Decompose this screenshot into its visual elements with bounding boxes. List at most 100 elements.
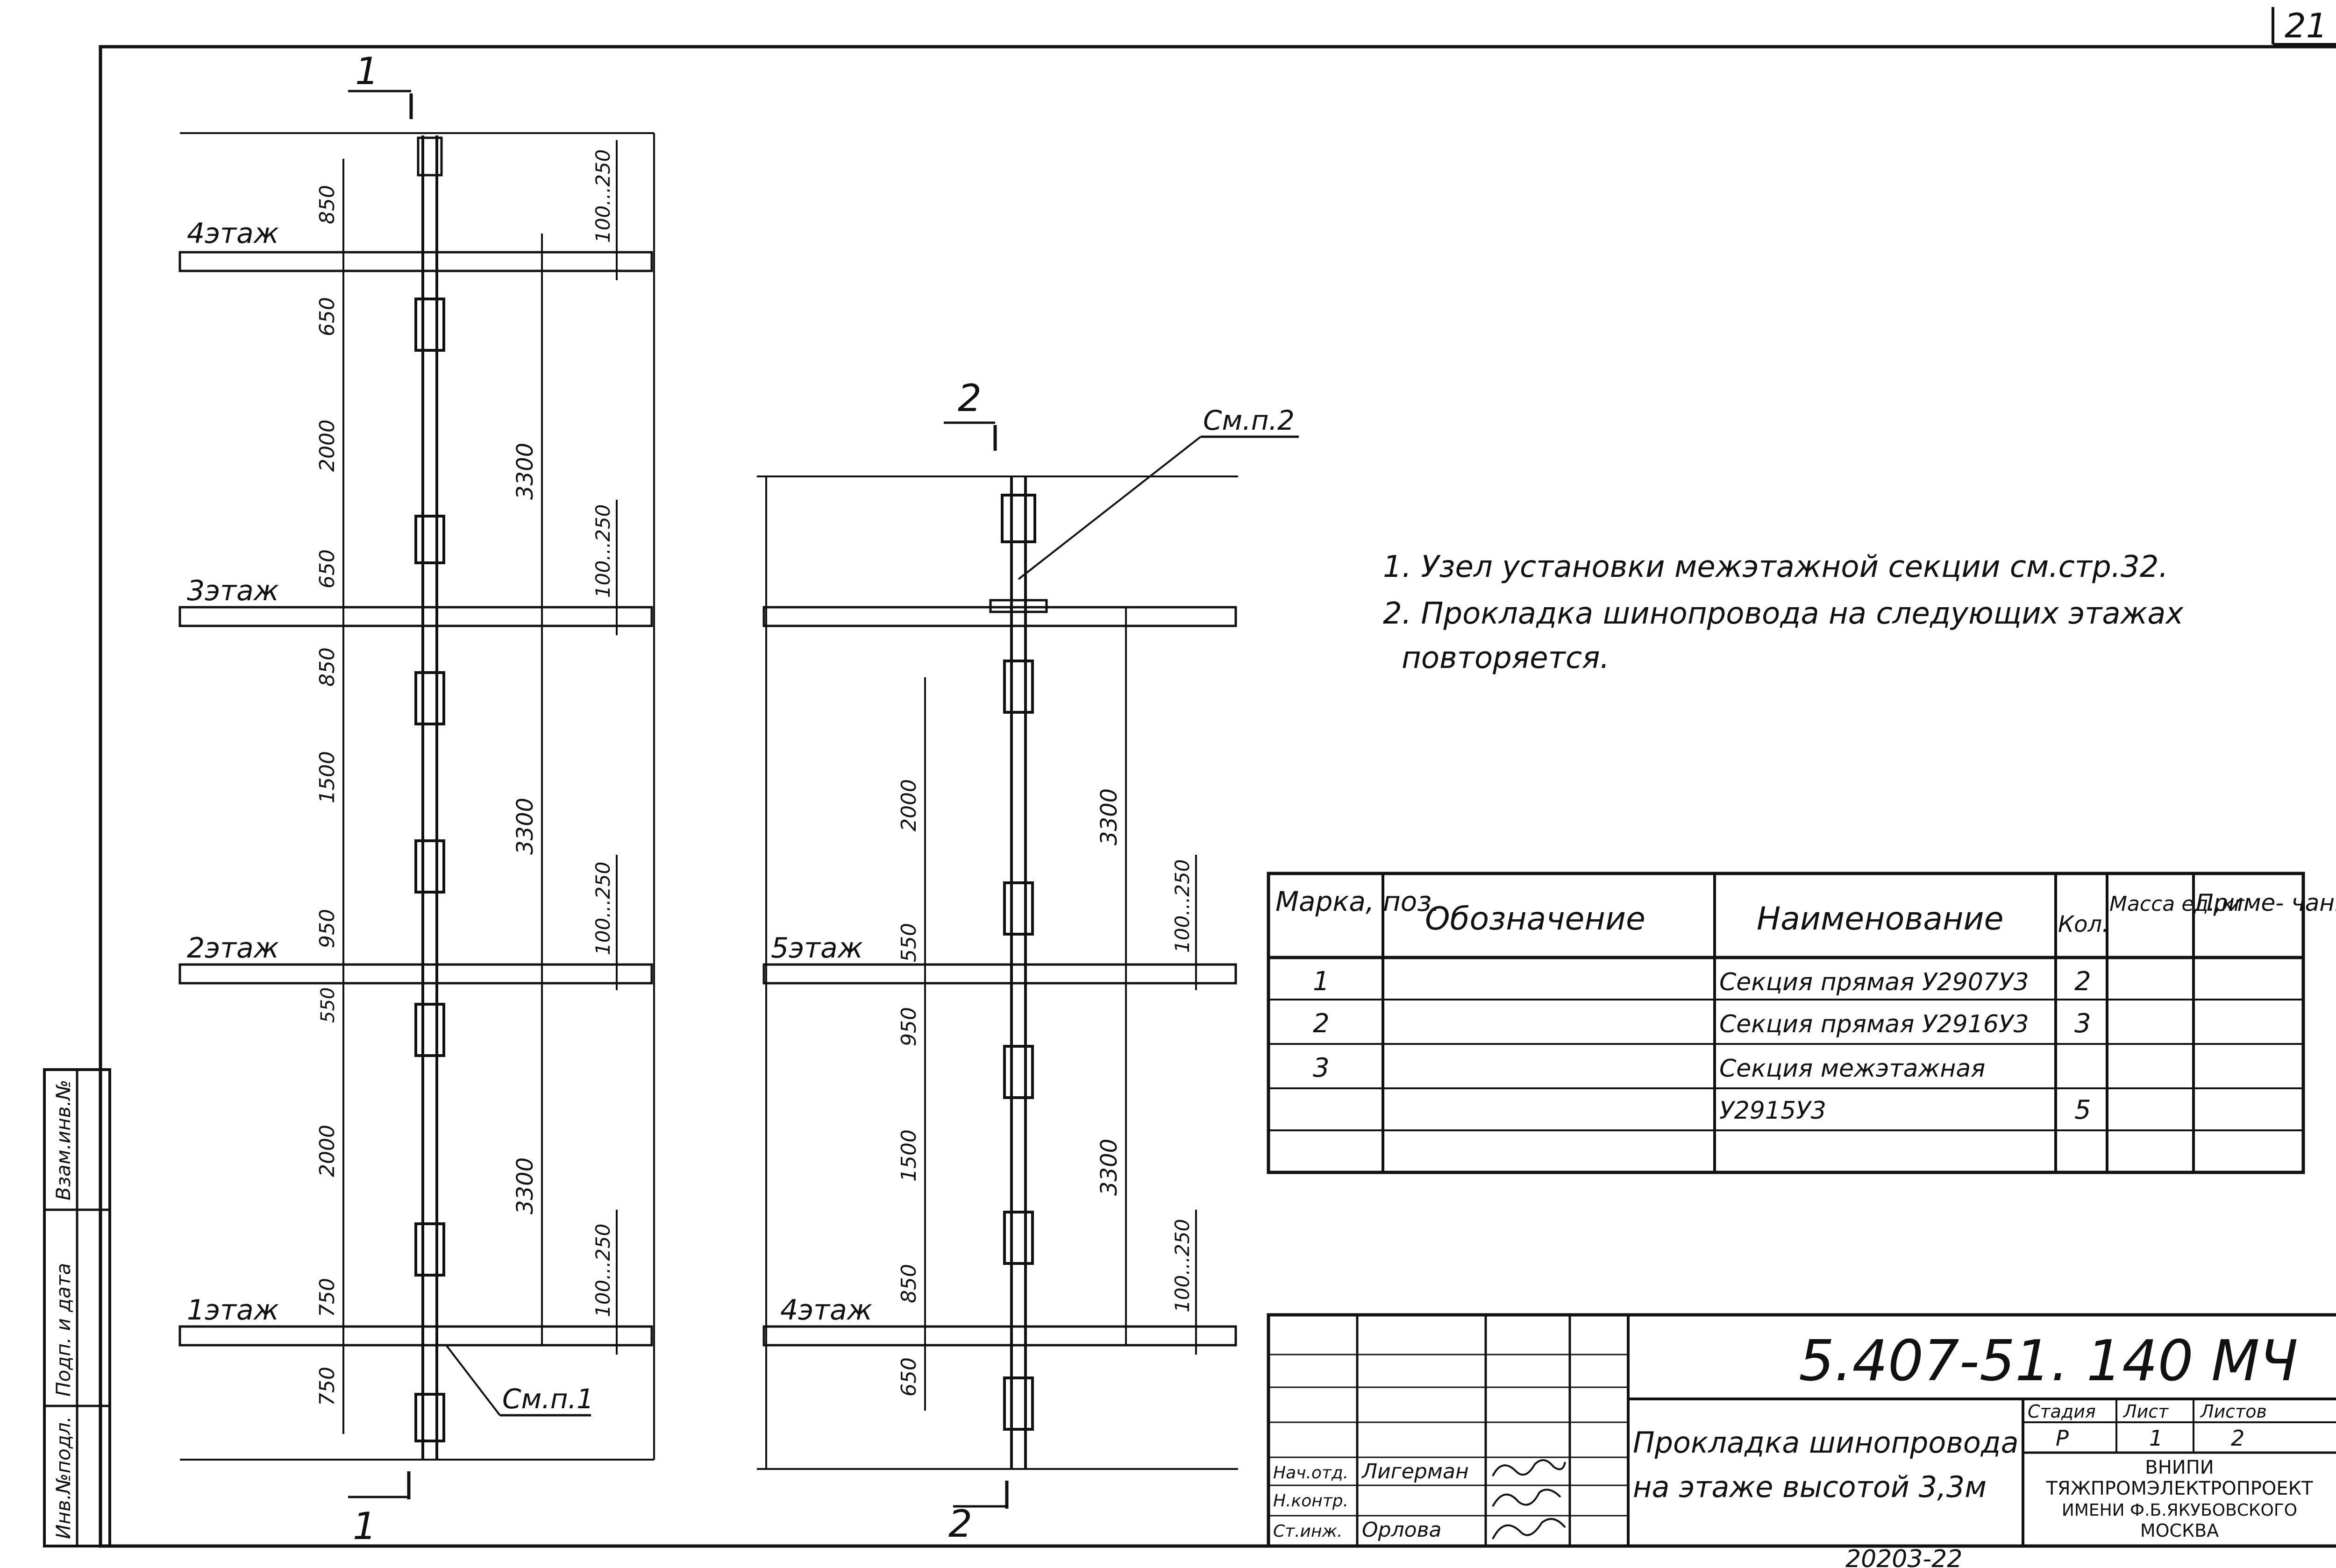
th-name: Наименование <box>1757 901 2003 937</box>
signature-3 <box>1492 1518 1566 1540</box>
svg-text:2: 2 <box>948 1502 972 1546</box>
th-mark: Марка, поз. <box>1275 886 1440 917</box>
row1-pos: 1 <box>1313 966 1330 997</box>
svg-text:100...250: 100...250 <box>591 149 614 243</box>
svg-text:1500: 1500 <box>315 751 339 803</box>
section-marker-bottom-2: 2 <box>948 1481 1009 1546</box>
stamp-replace: Взам.инв.№ <box>52 1080 75 1200</box>
note-2: 2. Прокладка шинопровода на следующих эт… <box>1383 596 2184 631</box>
sheets-label: Листов <box>2200 1401 2267 1422</box>
organization: ВНИПИ ТЯЖПРОМЭЛЕКТРОПРОЕКТ ИМЕНИ Ф.Б.ЯКУ… <box>2045 1457 2313 1541</box>
document-code: 5.407-51. 140 МЧ <box>1799 1329 2298 1394</box>
signer-2-role: Н.контр. <box>1273 1491 1348 1511</box>
row3-name: Секция межэтажная <box>1719 1055 1985 1083</box>
section-2-2: 2 2 5этаж 4этаж 2000 550 <box>757 376 1299 1546</box>
section-1-1: 1 1 4этаж 3этаж 2этаж 1этаж <box>178 50 655 1548</box>
stage-value: Р <box>2056 1426 2069 1451</box>
page-number-box: 21 <box>2272 6 2336 46</box>
svg-text:650: 650 <box>897 1357 921 1397</box>
section-marker-bottom-1: 1 <box>348 1471 411 1548</box>
note-2-cont: повторяется. <box>1402 641 1610 675</box>
svg-text:100...250: 100...250 <box>591 1224 614 1317</box>
svg-text:3300: 3300 <box>512 443 538 500</box>
svg-text:100...250: 100...250 <box>1171 1219 1194 1313</box>
svg-text:950: 950 <box>897 1007 921 1046</box>
callout-2: См.п.2 <box>1018 404 1299 580</box>
notes: 1. Узел установки межэтажной секции см.с… <box>1383 550 2184 675</box>
title-line-2: на этаже высотой 3,3м <box>1633 1470 1987 1504</box>
floor-label-2: 2этаж <box>187 932 279 965</box>
svg-text:750: 750 <box>315 1278 339 1317</box>
row1-qty: 2 <box>2074 966 2091 997</box>
svg-text:2000: 2000 <box>315 419 339 472</box>
row1-name: Секция прямая У2907У3 <box>1719 968 2029 996</box>
svg-text:1: 1 <box>353 1504 377 1548</box>
slab-floor-5 <box>762 963 1237 985</box>
signature-1 <box>1492 1459 1566 1476</box>
bottom-code: 20203-22 <box>1845 1545 1962 1568</box>
busbar-riser-1 <box>414 135 445 1460</box>
slab-floor-above <box>762 606 1237 627</box>
svg-text:3300: 3300 <box>1096 788 1122 845</box>
svg-text:550: 550 <box>317 987 339 1023</box>
busbar-riser-2 <box>989 476 1048 1469</box>
row2-pos: 2 <box>1313 1008 1330 1039</box>
svg-text:3300: 3300 <box>512 798 538 855</box>
svg-text:550: 550 <box>897 923 921 962</box>
svg-text:100...250: 100...250 <box>591 862 614 955</box>
stamp-sign-date: Подп. и дата <box>52 1263 75 1397</box>
side-stamp: Инв.№подл. Подп. и дата Взам.инв.№ <box>43 1068 111 1547</box>
spec-table: Марка, поз. Обозначение Наименование Кол… <box>1267 872 2336 1174</box>
svg-text:650: 650 <box>315 549 339 589</box>
title-block: 5.407-51. 140 МЧ Прокладка шинопровода н… <box>1267 1313 2336 1548</box>
floor-label-5: 5этаж <box>771 932 863 965</box>
svg-text:650: 650 <box>315 297 339 336</box>
slab-floor-3 <box>178 606 653 627</box>
floor-height-dims-1: 3300 3300 3300 <box>512 234 543 1345</box>
section-marker-top-2: 2 <box>944 376 997 451</box>
row2-qty: 3 <box>2074 1008 2091 1039</box>
gap-dims-1: 100...250 100...250 100...250 100...250 <box>591 140 618 1355</box>
floor-label-4: 4этаж <box>187 217 279 250</box>
row4-qty: 5 <box>2074 1095 2091 1125</box>
title-line-1: Прокладка шинопровода <box>1633 1426 2019 1460</box>
slab-floor-4 <box>178 251 653 272</box>
floor-height-dims-2: 3300 3300 <box>1096 607 1127 1345</box>
svg-text:ВНИПИ: ВНИПИ <box>2145 1457 2214 1478</box>
stamp-inv: Инв.№подл. <box>52 1416 75 1539</box>
signer-1-name: Лигерман <box>1361 1460 1469 1483</box>
svg-text:100...250: 100...250 <box>591 504 614 598</box>
dimension-chain-left-2: 2000 550 950 1500 850 650 <box>897 677 926 1411</box>
slab-floor-1 <box>178 1325 653 1347</box>
slab-floor-4b <box>762 1325 1237 1347</box>
svg-text:1500: 1500 <box>897 1129 921 1182</box>
svg-text:3300: 3300 <box>1096 1139 1122 1196</box>
note-1: 1. Узел установки межэтажной секции см.с… <box>1383 550 2168 584</box>
svg-text:ИМЕНИ Ф.Б.ЯКУБОВСКОГО: ИМЕНИ Ф.Б.ЯКУБОВСКОГО <box>2062 1501 2297 1520</box>
svg-text:850: 850 <box>315 647 339 687</box>
row3-pos: 3 <box>1313 1053 1330 1083</box>
svg-text:850: 850 <box>315 185 339 224</box>
svg-text:2000: 2000 <box>897 779 921 831</box>
sheets-value: 2 <box>2231 1426 2244 1451</box>
svg-text:1: 1 <box>355 50 379 93</box>
svg-text:750: 750 <box>315 1367 339 1406</box>
svg-text:3300: 3300 <box>512 1157 538 1214</box>
th-mass: Масса ед.,кг <box>2109 892 2245 916</box>
svg-text:100...250: 100...250 <box>1171 859 1194 953</box>
section-marker-top-1: 1 <box>348 50 413 119</box>
svg-text:2: 2 <box>958 376 982 420</box>
signature-2 <box>1492 1489 1561 1507</box>
svg-text:950: 950 <box>315 909 339 948</box>
row4-name: У2915У3 <box>1719 1097 1826 1125</box>
svg-text:См.п.2: См.п.2 <box>1203 404 1295 436</box>
floor-label-4b: 4этаж <box>780 1294 872 1327</box>
sheet-label: Лист <box>2122 1401 2169 1422</box>
signer-3-role: Ст.инж. <box>1273 1522 1342 1541</box>
floor-label-3: 3этаж <box>187 575 279 607</box>
svg-text:См.п.1: См.п.1 <box>502 1383 594 1415</box>
signer-3-name: Орлова <box>1362 1518 1442 1542</box>
svg-text:МОСКВА: МОСКВА <box>2140 1520 2219 1541</box>
th-designation: Обозначение <box>1425 901 1645 937</box>
